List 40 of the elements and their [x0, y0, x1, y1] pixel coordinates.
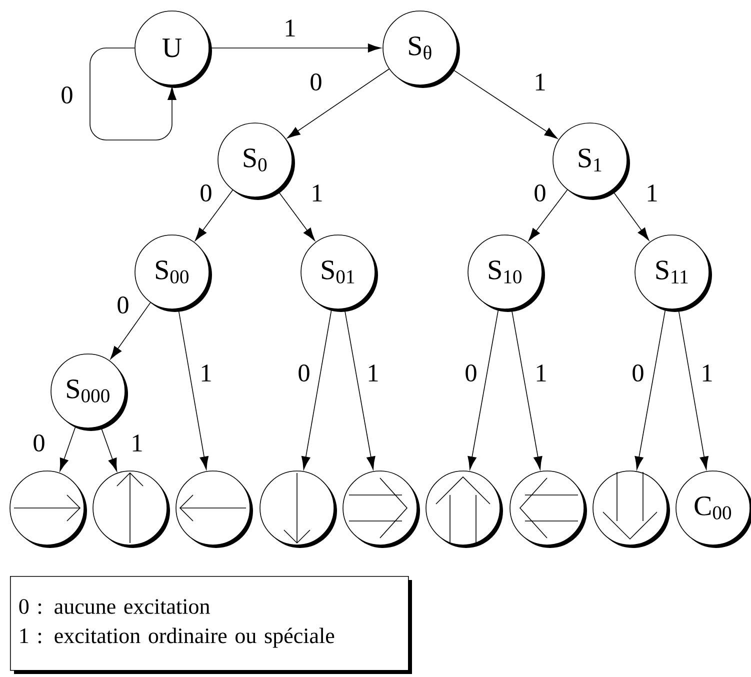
arrow: [612, 190, 650, 241]
arrow: [209, 44, 382, 52]
edge-label: 1: [533, 363, 549, 383]
edge-label: 1: [644, 183, 660, 203]
arrow-symbol-circle: [260, 470, 337, 548]
edge-label: 1: [198, 363, 214, 383]
edge-label: 0: [308, 72, 324, 92]
edge-label: 0: [115, 295, 131, 315]
arrow: [60, 426, 76, 472]
edge-label: 1: [532, 72, 548, 92]
edge-label: 1: [282, 18, 298, 38]
edge-label: 0: [532, 183, 548, 203]
edge-label: 1: [309, 183, 325, 203]
arrow: [90, 48, 176, 140]
node-label: C$_{00}$: [694, 496, 732, 520]
edge-label: 0: [59, 85, 75, 105]
arrow: [468, 308, 499, 470]
arrow-symbol-circle: [10, 470, 87, 548]
arrow: [301, 308, 332, 470]
arrow-symbol-circle: [92, 470, 170, 548]
edge-label: 1: [129, 433, 145, 453]
arrow: [634, 308, 666, 470]
arrow: [276, 190, 315, 241]
edge-label: 0: [463, 363, 479, 383]
edge-label: 0: [630, 363, 646, 383]
arrow: [110, 302, 151, 360]
edge-label: 0: [198, 183, 214, 203]
edge-label: 0: [296, 363, 312, 383]
edge-label: 1: [365, 363, 381, 383]
arrow-symbol-circle: [592, 470, 670, 548]
arrow-symbol-circle: [426, 470, 503, 548]
edge-label: 0: [31, 433, 47, 453]
arrow: [287, 68, 390, 138]
legend-box: 0 : aucune excitation 1 : excitation ordinaire ou spéciale: [10, 576, 412, 674]
edge-label: 1: [699, 363, 715, 383]
arrow: [195, 190, 234, 241]
arrow-symbol-circle: [510, 470, 587, 548]
arrow: [528, 189, 568, 242]
arrow-symbol-circle: [342, 470, 420, 548]
arrow-symbol-circle: [176, 470, 253, 548]
